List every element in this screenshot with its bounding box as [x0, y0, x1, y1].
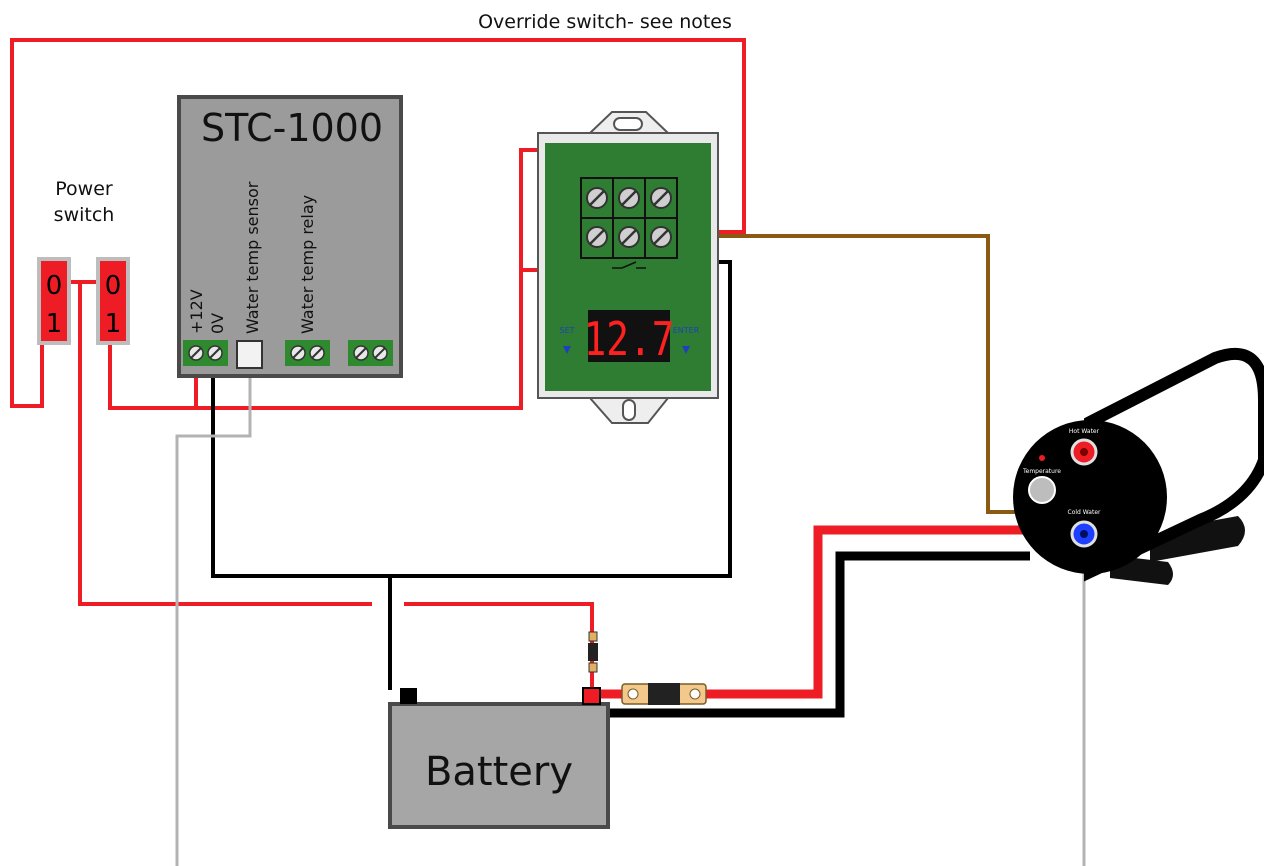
thermostat-enter-button[interactable]: ENTER	[673, 326, 700, 354]
main-fuse	[621, 683, 707, 705]
sensor-terminal	[236, 340, 263, 369]
heater-temperature-label: Temperature	[1022, 468, 1061, 475]
controller-relay-label: Water temp relay	[298, 195, 317, 334]
set-arrow-icon	[563, 346, 571, 354]
power-switch-2[interactable]: 0 1	[96, 257, 130, 345]
battery: Battery	[388, 687, 610, 829]
relay-terminal-block-1	[285, 340, 330, 366]
small-fuse	[588, 631, 598, 673]
battery-negative-terminal	[400, 688, 417, 704]
battery-positive-wire	[78, 282, 372, 606]
switch-2-off-label: 0	[105, 271, 122, 301]
heater-hot-label: Hot Water	[1069, 428, 1100, 435]
power-terminal-block	[183, 340, 228, 366]
battery-label: Battery	[425, 749, 573, 795]
thermostat-module: 12.7 SET ENTER	[537, 111, 719, 424]
temperature-sensor-port	[1028, 476, 1056, 504]
heavy-negative-wire	[408, 551, 1030, 718]
heater-indicator-icon	[1039, 455, 1045, 461]
thermostat-display: 12.7	[584, 310, 675, 366]
relay-terminal-block-2	[348, 340, 393, 366]
fused-positive-wire	[404, 602, 594, 690]
controller-plus12v-label: +12V	[187, 289, 206, 334]
thermostat-enter-label: ENTER	[673, 326, 700, 335]
power-switch-label-2: switch	[54, 204, 115, 226]
enter-arrow-icon	[682, 346, 690, 354]
switch-1-off-label: 0	[46, 271, 63, 301]
override-note: Override switch- see notes	[478, 11, 732, 33]
power-switch-label-1: Power	[55, 178, 113, 200]
heavy-positive-wire	[600, 525, 1025, 699]
controller-title: STC-1000	[201, 106, 383, 150]
heater-cold-label: Cold Water	[1068, 509, 1102, 516]
sensor-wire	[175, 370, 252, 866]
heater-end-cap	[1013, 420, 1167, 574]
heater-foot-1	[1150, 516, 1245, 562]
thermostat-display-value: 12.7	[584, 312, 675, 366]
relay-contact-symbol	[612, 261, 646, 269]
thermostat-set-label: SET	[559, 326, 574, 335]
controller-sensor-label: Water temp sensor	[243, 181, 262, 334]
battery-positive-terminal	[582, 687, 601, 705]
controller-0v-label: 0V	[208, 313, 227, 334]
switch-2-on-label: 1	[105, 309, 122, 339]
thermostat-terminal-block	[580, 177, 678, 269]
stc-1000-controller: STC-1000 +12V 0V Water temp sensor Water…	[177, 95, 403, 378]
override-switch-wire	[10, 38, 746, 408]
power-switch-1[interactable]: 0 1	[37, 257, 71, 345]
thermostat-set-button[interactable]: SET	[559, 326, 575, 354]
switch-1-on-label: 1	[46, 309, 63, 339]
heater-feed-wire	[662, 234, 1020, 514]
water-heater: Hot Water Temperature Cold Water	[1013, 347, 1264, 585]
